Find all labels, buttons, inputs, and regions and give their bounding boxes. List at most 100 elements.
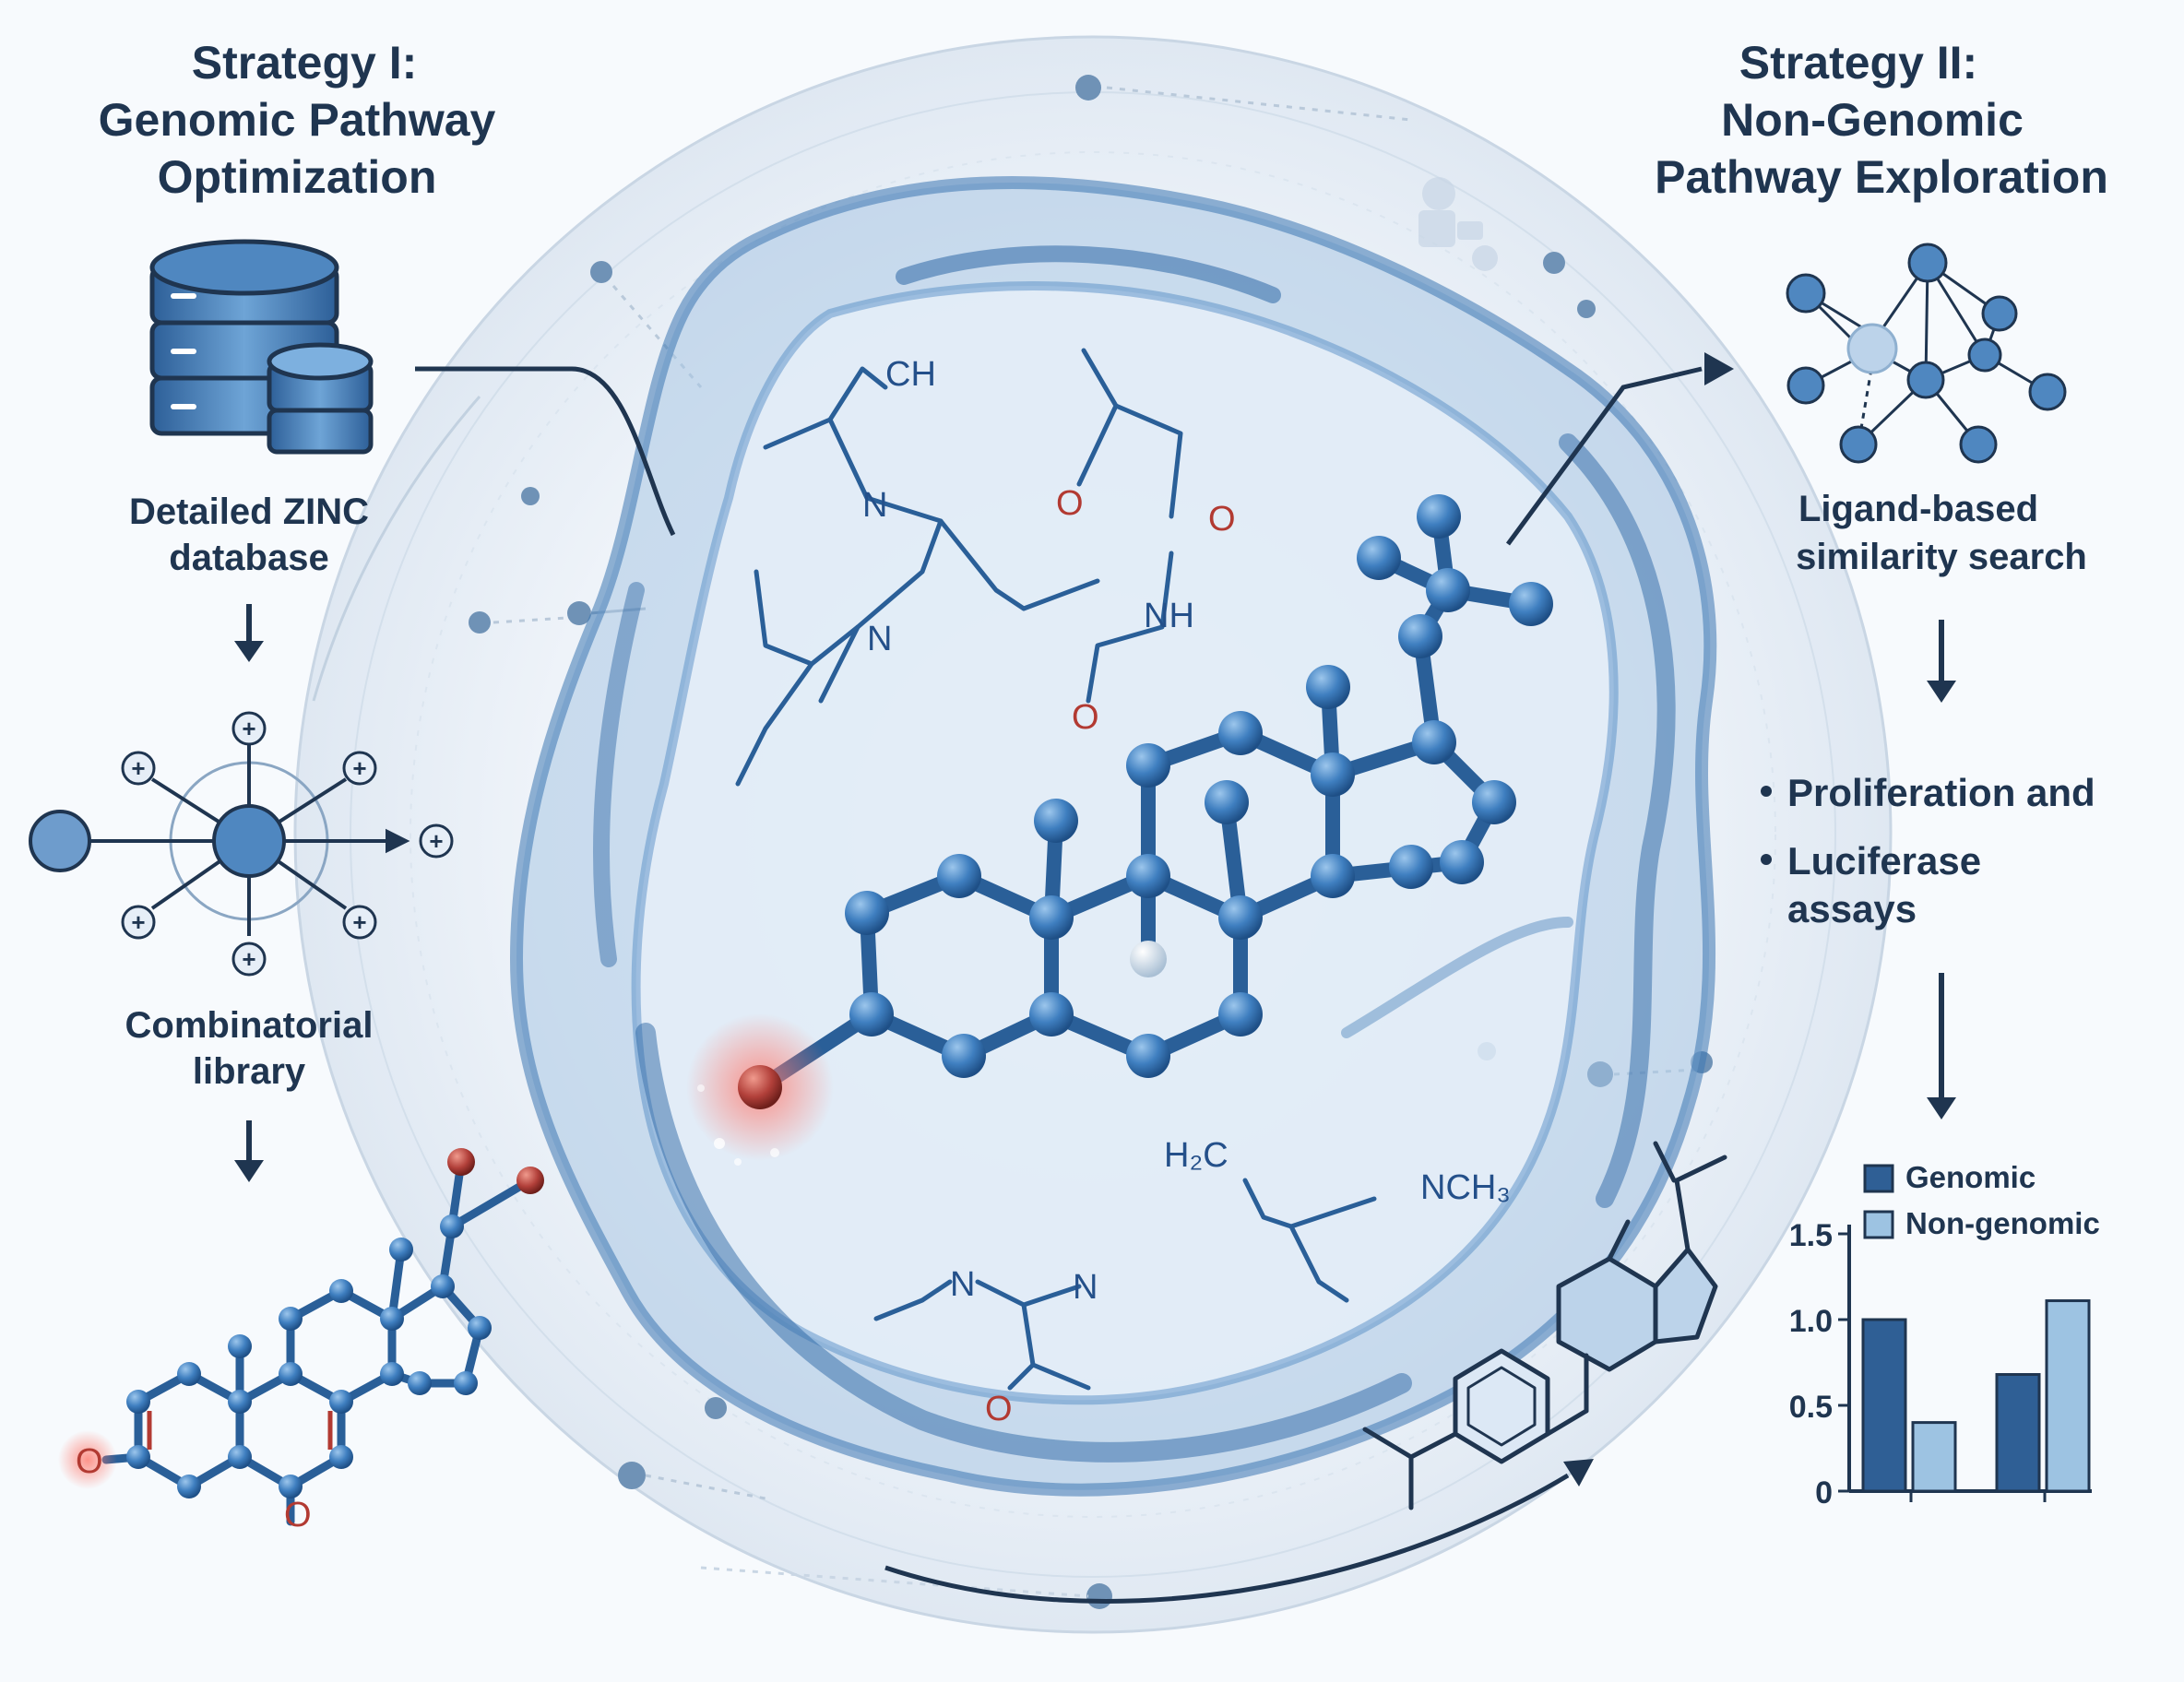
carbon-atom bbox=[177, 1362, 201, 1386]
carbon-atom bbox=[1440, 840, 1484, 884]
library-label-line-2: library bbox=[193, 1051, 306, 1092]
carbon-atom bbox=[1218, 992, 1263, 1036]
carbon-atom bbox=[1389, 845, 1433, 889]
svg-text:+: + bbox=[352, 754, 366, 782]
y-tick-label: 0.5 bbox=[1789, 1390, 1833, 1425]
bond bbox=[447, 1176, 535, 1231]
strategy-2-title-line-3: Pathway Exploration bbox=[1655, 151, 2108, 203]
carbon-atom bbox=[389, 1238, 413, 1262]
search-label: Ligand-based similarity search bbox=[1796, 489, 2087, 577]
molecule-labels: CH N N O O NH O H₂C NCH₃ N N O bbox=[862, 355, 1511, 1428]
search-label-line-2: similarity search bbox=[1796, 537, 2087, 577]
carbon-atom bbox=[228, 1445, 252, 1469]
database-label: Detailed ZINC database bbox=[129, 492, 369, 578]
carbon-atom bbox=[126, 1445, 150, 1469]
carbon-atom bbox=[279, 1362, 303, 1386]
svg-text:+: + bbox=[242, 715, 255, 742]
svg-text:+: + bbox=[352, 908, 366, 936]
label-nh: NH bbox=[1144, 597, 1194, 635]
carbon-atom bbox=[1412, 720, 1456, 764]
carbon-atom bbox=[1426, 568, 1470, 612]
bar-genomic bbox=[1861, 1318, 1907, 1493]
carbon-atom bbox=[468, 1316, 492, 1340]
database-icon bbox=[149, 239, 374, 455]
strategy-1-title: Strategy I: Genomic Pathway Optimization bbox=[99, 37, 496, 203]
strategy-1-title-line-3: Optimization bbox=[158, 151, 437, 203]
carbon-atom bbox=[849, 992, 894, 1036]
bar-genomic bbox=[1995, 1373, 2041, 1493]
carbon-atom bbox=[1029, 992, 1074, 1036]
carbon-atom bbox=[937, 854, 981, 898]
assays-list: Proliferation and Luciferase assays bbox=[1761, 771, 2095, 930]
label-n-top: N bbox=[862, 486, 887, 525]
central-steroid-ligand bbox=[753, 494, 1553, 1095]
carbon-atom bbox=[228, 1390, 252, 1414]
carbon-atom bbox=[126, 1390, 150, 1414]
plus-icon: + bbox=[419, 823, 454, 859]
peptide-fragment-top bbox=[735, 348, 1183, 787]
carbon-atom bbox=[279, 1307, 303, 1331]
y-tick-label: 1.0 bbox=[1789, 1304, 1833, 1339]
carbon-atom bbox=[380, 1307, 404, 1331]
legend-swatch bbox=[1863, 1164, 1894, 1193]
carbon-atom bbox=[1311, 752, 1355, 797]
oxygen-atom bbox=[516, 1167, 544, 1194]
carbon-atom bbox=[1205, 780, 1249, 824]
carbon-atom bbox=[1218, 895, 1263, 940]
carbon-atom bbox=[228, 1334, 252, 1358]
carbon-atom bbox=[1029, 895, 1074, 940]
strategy-2-title-line-1: Strategy II: bbox=[1739, 37, 1977, 89]
peptide-fragment-bottom bbox=[873, 1178, 1377, 1391]
protein-pocket bbox=[509, 175, 1717, 1497]
carbon-atom bbox=[408, 1371, 432, 1395]
carbon-atom bbox=[1306, 665, 1350, 709]
assay-bullet-2-cont: assays bbox=[1787, 887, 1917, 930]
legend-label: Genomic bbox=[1905, 1160, 2036, 1194]
combinatorial-diagram-icon bbox=[29, 742, 410, 936]
plus-icon: + bbox=[121, 905, 156, 940]
y-tick-label: 1.5 bbox=[1789, 1218, 1833, 1253]
carbon-atom bbox=[454, 1371, 478, 1395]
steroid-oxygen-labels: O O bbox=[58, 1430, 312, 1534]
plus-icon: + bbox=[342, 751, 377, 786]
library-label-line-1: Combinatorial bbox=[125, 1005, 374, 1046]
svg-text:+: + bbox=[242, 945, 255, 973]
svg-text:+: + bbox=[131, 908, 145, 936]
down-arrow-2-icon bbox=[234, 1120, 264, 1182]
label-o-1: O bbox=[1056, 484, 1084, 523]
label-o-bottom: O bbox=[985, 1390, 1013, 1428]
arrow-head-bottom-icon bbox=[1563, 1459, 1594, 1487]
plus-icon: + bbox=[342, 905, 377, 940]
strategy-2-title-line-2: Non-Genomic bbox=[1721, 94, 2024, 146]
flow-connectors bbox=[415, 352, 1734, 1604]
bar-non-genomic bbox=[1911, 1421, 1957, 1493]
label-n-bottom: N bbox=[950, 1265, 975, 1304]
label-h2c: H₂C bbox=[1164, 1136, 1228, 1175]
carbon-atom bbox=[431, 1274, 455, 1298]
carbon-atom bbox=[329, 1445, 353, 1469]
plus-icon: + bbox=[231, 711, 267, 746]
carbon-atom bbox=[1034, 799, 1078, 843]
library-label: Combinatorial library bbox=[125, 1005, 374, 1092]
legend-label: Non-genomic bbox=[1905, 1206, 2100, 1240]
label-o-3: O bbox=[1072, 698, 1099, 737]
carbon-atom bbox=[1126, 1034, 1170, 1078]
carbon-atom bbox=[1509, 582, 1553, 626]
strategy-2-title: Strategy II: Non-Genomic Pathway Explora… bbox=[1655, 37, 2108, 203]
search-label-line-1: Ligand-based bbox=[1798, 489, 2038, 529]
label-ch: CH bbox=[885, 355, 936, 394]
assay-bullet-1: Proliferation and bbox=[1787, 771, 2095, 814]
carbon-atom bbox=[942, 1034, 986, 1078]
y-tick-label: 0 bbox=[1815, 1475, 1833, 1510]
label-nch3: NCH₃ bbox=[1420, 1168, 1511, 1207]
arrow-head-right-icon bbox=[1704, 352, 1734, 385]
label-o-2: O bbox=[1208, 500, 1236, 539]
plus-icon: + bbox=[231, 942, 267, 977]
oxygen-atom bbox=[447, 1148, 475, 1176]
svg-text:+: + bbox=[429, 827, 443, 855]
legend-swatch bbox=[1863, 1210, 1894, 1239]
carbon-atom bbox=[1417, 494, 1461, 539]
carbon-atom bbox=[1398, 614, 1442, 658]
